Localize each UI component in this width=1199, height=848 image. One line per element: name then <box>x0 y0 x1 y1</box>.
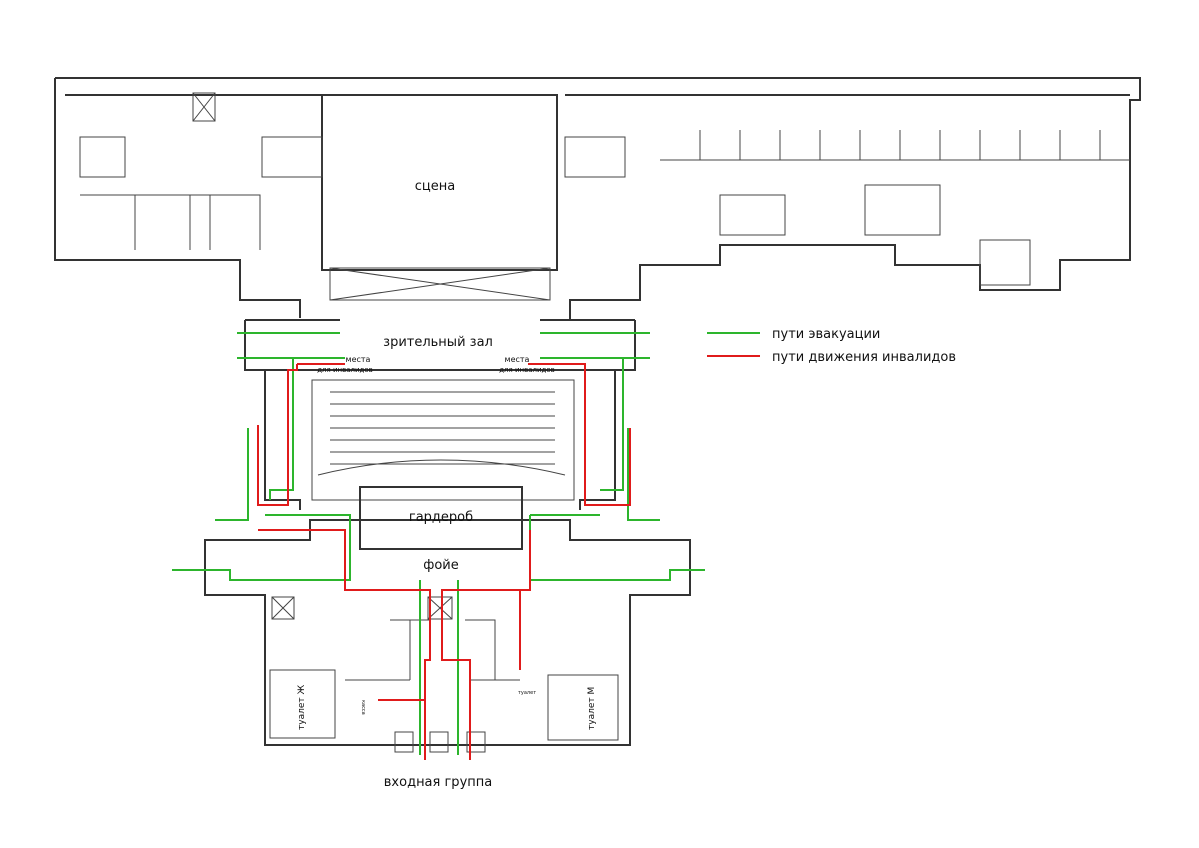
evacuation-routes <box>172 332 705 755</box>
label-cloakroom: гардероб <box>409 510 473 525</box>
label-wheelchair-right-1: места <box>505 355 530 364</box>
label-toilet-men: туалет М <box>587 687 597 730</box>
label-toilet-women: туалет Ж <box>297 685 307 730</box>
label-cashier: касса <box>360 700 366 715</box>
walls <box>54 77 1141 753</box>
accessible-routes <box>257 363 631 760</box>
label-wheelchair-right-2: для инвалидов <box>499 366 555 374</box>
legend-evacuation-label: пути эвакуации <box>772 327 880 342</box>
label-foyer: фойе <box>423 558 459 573</box>
label-wheelchair-left-2: для инвалидов <box>317 366 373 374</box>
label-entrance: входная группа <box>384 775 492 790</box>
stage-outline <box>321 94 558 271</box>
legend-accessible-label: пути движения инвалидов <box>772 350 956 365</box>
label-toilet-small: туалет <box>518 690 536 696</box>
legend: пути эвакуации пути движения инвалидов <box>707 327 956 365</box>
label-stage: сцена <box>415 179 455 194</box>
seating <box>311 379 575 501</box>
cloakroom-outline <box>359 486 523 550</box>
label-wheelchair-left-1: места <box>346 355 371 364</box>
label-hall: зрительный зал <box>383 335 493 350</box>
